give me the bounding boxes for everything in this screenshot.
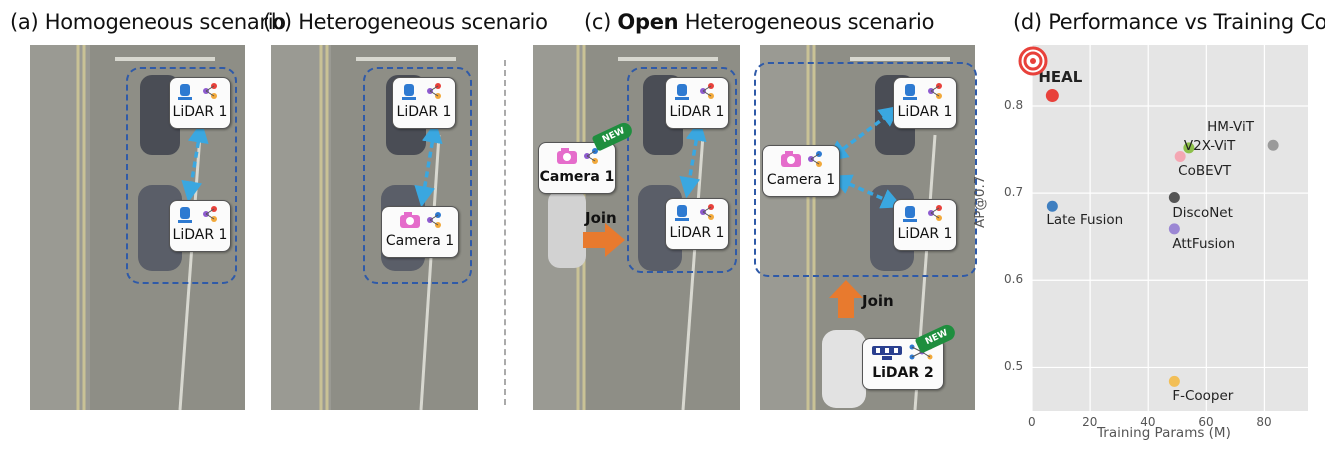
scatter-point-f-cooper (1168, 375, 1180, 387)
lidar-sensor-icon (863, 342, 943, 364)
agent-label: LiDAR 1 (669, 104, 725, 120)
scatter-point-heal (1045, 89, 1059, 103)
scatter-point-attfusion (1168, 223, 1180, 235)
arrow-overlay (181, 105, 903, 318)
x-tick-label: 40 (1140, 415, 1156, 429)
collab-box-b (363, 67, 472, 284)
lidar-icon (170, 204, 230, 226)
agent-card-camera-c1-new: Camera 1 (538, 142, 616, 194)
x-tick-label: 60 (1198, 415, 1214, 429)
scatter-point-late-fusion (1046, 200, 1058, 212)
agent-card-camera-b: Camera 1 (381, 206, 459, 258)
agent-label: Camera 1 (385, 233, 455, 249)
target-icon (1018, 46, 1048, 76)
y-tick-label: 0.6 (1004, 272, 1024, 287)
agent-card-lidar-c1-bottom: LiDAR 1 (665, 198, 729, 250)
agent-label: LiDAR 1 (396, 104, 452, 120)
point-label: AttFusion (1172, 235, 1236, 252)
link-arrow-c2-top (826, 105, 901, 162)
y-tick-label: 0.8 (1004, 98, 1024, 112)
agent-label: Camera 1 (539, 169, 615, 185)
panel-a-title: (a) Homogeneous scenario (10, 10, 286, 34)
point-label: V2X-ViT (1183, 137, 1236, 154)
lidar-icon (666, 81, 728, 103)
join-label-c2: Join (862, 292, 894, 310)
agent-label: LiDAR 1 (172, 104, 228, 120)
join-arrow-c1 (583, 223, 625, 257)
x-tick-label: 80 (1256, 415, 1272, 429)
agent-card-camera-c2: Camera 1 (762, 145, 840, 197)
panel-b-title: (b) Heterogeneous scenario (263, 10, 548, 34)
x-tick-label: 20 (1082, 415, 1098, 429)
lidar-icon (170, 81, 230, 103)
scatter-point-disconet (1168, 192, 1180, 203)
point-label: HEAL (1038, 67, 1083, 86)
scatter-point-v2x-vit (1183, 142, 1195, 154)
camera-icon (382, 210, 458, 232)
agent-card-lidar-a-top: LiDAR 1 (169, 77, 231, 129)
agent-label: LiDAR 1 (897, 226, 953, 242)
collab-box-c2 (754, 62, 977, 277)
x-axis-label: Training Params (M) (1097, 425, 1231, 441)
point-label: DiscoNet (1172, 204, 1233, 221)
camera-icon (763, 149, 839, 171)
agent-card-lidar-c2-top: LiDAR 1 (893, 77, 957, 129)
link-arrow-a (181, 121, 209, 203)
join-label-c1: Join (585, 209, 617, 227)
link-arrow-b (414, 121, 443, 208)
panel-divider (504, 60, 506, 405)
agent-label: LiDAR 1 (669, 225, 725, 241)
agent-label: LiDAR 1 (172, 227, 228, 243)
join-arrow-c2 (829, 280, 863, 318)
point-label: CoBEVT (1178, 162, 1232, 179)
scatter-point-cobevt (1174, 151, 1186, 163)
point-label: Late Fusion (1046, 212, 1124, 229)
lidar-icon (393, 81, 455, 103)
panel-c-title-prefix: (c) (584, 10, 618, 34)
lidar-icon (666, 202, 728, 224)
y-tick-label: 0.5 (1004, 359, 1024, 374)
agent-card-lidar-c1-top: LiDAR 1 (665, 77, 729, 129)
y-tick-label: 0.7 (1004, 185, 1024, 200)
agent-card-lidar-a-bottom: LiDAR 1 (169, 200, 231, 252)
camera-icon (539, 146, 615, 168)
agent-card-lidar2-new: LiDAR 2 (862, 338, 944, 390)
panel-c-title-bold: Open (617, 10, 679, 34)
panel-c-title-suffix: Heterogeneous scenario (678, 10, 935, 34)
agent-card-lidar-c2-bottom: LiDAR 1 (893, 199, 957, 251)
collab-box-a (126, 67, 237, 284)
y-axis-label: AP@0.7 (972, 175, 988, 228)
scatter-point-hm-vit (1267, 139, 1279, 151)
panel-d-title: (d) Performance vs Training Cost (1013, 10, 1325, 34)
point-label: F-Cooper (1172, 388, 1234, 405)
lidar-icon (894, 203, 956, 225)
x-tick-label: 0 (1028, 415, 1036, 429)
panel-c-title: (c) Open Heterogeneous scenario (584, 10, 934, 34)
agent-card-lidar-b-top: LiDAR 1 (392, 77, 456, 129)
collab-box-c1 (627, 67, 737, 273)
lidar-icon (894, 81, 956, 103)
agent-label: LiDAR 1 (897, 104, 953, 120)
point-label: HM-ViT (1207, 119, 1254, 136)
agent-label: LiDAR 2 (872, 365, 934, 381)
agent-label: Camera 1 (766, 172, 836, 188)
